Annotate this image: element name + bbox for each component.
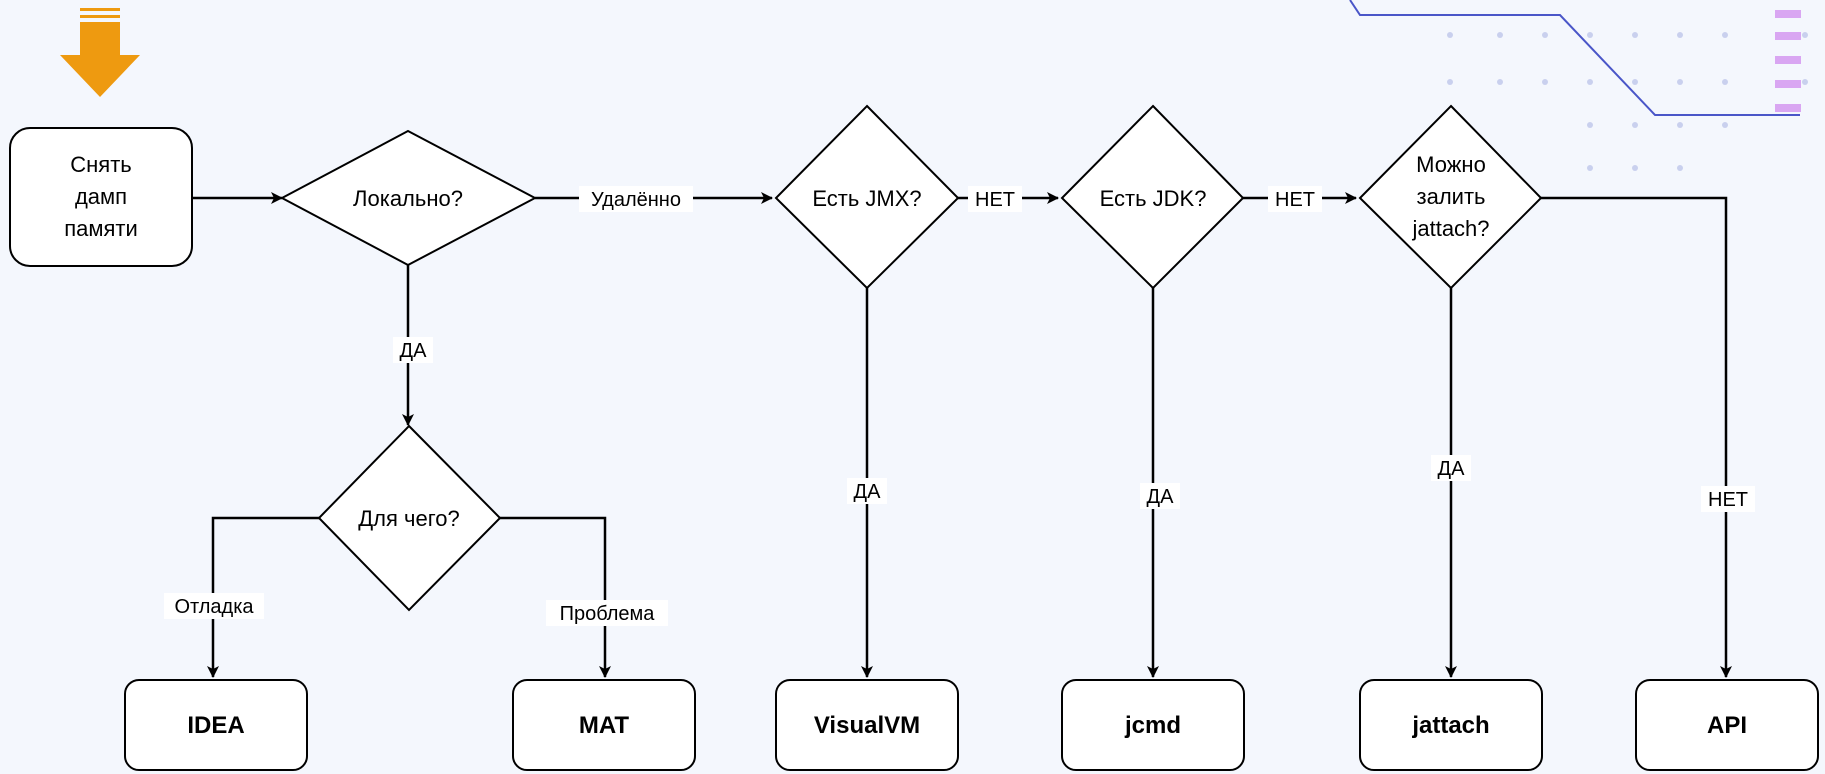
connectors xyxy=(192,192,1732,678)
decision-local-label: Локально? xyxy=(353,186,463,211)
decorative-dots xyxy=(1447,32,1808,171)
decision-local: Локально? xyxy=(279,129,538,267)
terminal-idea: IDEA xyxy=(124,679,308,771)
connector-problem xyxy=(500,516,611,678)
terminal-visualvm-label: VisualVM xyxy=(814,712,920,739)
edge-label-jdk-yes: ДА xyxy=(1147,486,1175,508)
terminal-api: API xyxy=(1635,679,1819,771)
start-label-line-2: дамп xyxy=(75,184,127,209)
decision-purpose-label: Для чего? xyxy=(358,506,459,531)
decision-jmx-label: Есть JMX? xyxy=(812,186,921,211)
decorative-corner xyxy=(1349,0,1808,171)
down-arrow-icon xyxy=(60,8,140,97)
edge-label-remote: Удалённо xyxy=(591,189,681,211)
edge-label-problem: Проблема xyxy=(560,603,656,625)
edge-label-jmx-no: НЕТ xyxy=(975,189,1015,211)
edge-label-debug: Отладка xyxy=(174,596,254,618)
terminal-jcmd-label: jcmd xyxy=(1124,712,1181,739)
decision-jattach-label-line-3: jattach? xyxy=(1411,216,1489,241)
start-label-line-1: Снять xyxy=(70,152,132,177)
edge-labels: Удалённо ДА Отладка Проблема НЕТ ДА НЕТ … xyxy=(164,186,1755,626)
edge-label-local-yes: ДА xyxy=(400,340,428,362)
decision-jattach-label-line-1: Можно xyxy=(1416,152,1486,177)
terminal-jattach: jattach xyxy=(1359,679,1543,771)
connector-debug xyxy=(207,516,319,678)
edge-label-jattach-yes: ДА xyxy=(1438,458,1466,480)
start-node: Снять дамп памяти xyxy=(9,127,193,267)
terminal-visualvm: VisualVM xyxy=(775,679,959,771)
decision-jdk: Есть JDK? xyxy=(1060,104,1245,290)
terminal-jattach-label: jattach xyxy=(1411,712,1489,739)
decision-jdk-label: Есть JDK? xyxy=(1100,186,1207,211)
terminal-jcmd: jcmd xyxy=(1061,679,1245,771)
decision-jattach: Можно залить jattach? xyxy=(1358,104,1543,290)
terminal-idea-label: IDEA xyxy=(187,712,244,739)
decision-jattach-label-line-2: залить xyxy=(1417,184,1486,209)
decision-jmx: Есть JMX? xyxy=(774,104,960,290)
connector-jattach-no xyxy=(1541,196,1732,678)
terminal-api-label: API xyxy=(1707,712,1747,739)
terminal-mat: MAT xyxy=(512,679,696,771)
start-label-line-3: памяти xyxy=(64,216,138,241)
decision-purpose: Для чего? xyxy=(317,424,502,612)
edge-label-jattach-no: НЕТ xyxy=(1708,489,1748,511)
edge-label-jmx-yes: ДА xyxy=(854,481,882,503)
edge-label-jdk-no: НЕТ xyxy=(1275,189,1315,211)
decorative-bars xyxy=(1775,10,1801,112)
terminal-mat-label: MAT xyxy=(579,712,630,739)
